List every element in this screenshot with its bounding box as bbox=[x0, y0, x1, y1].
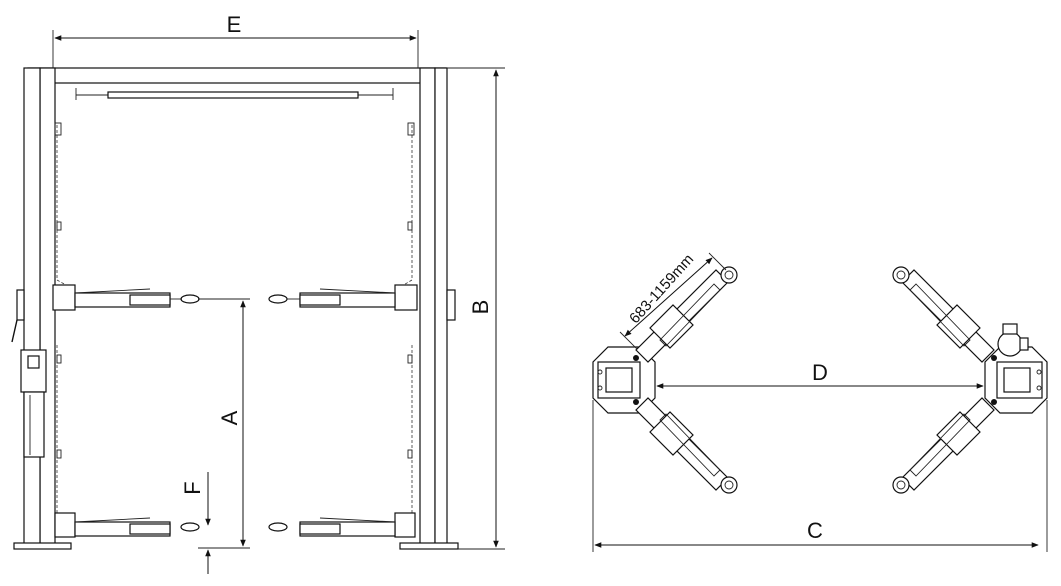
left-base-plate bbox=[592, 346, 656, 414]
power-unit bbox=[20, 349, 47, 458]
raised-arm-right bbox=[268, 284, 418, 311]
right-base-plate bbox=[984, 323, 1048, 414]
label-c: C bbox=[807, 518, 823, 543]
dimension-e: E bbox=[52, 12, 419, 68]
right-upper-arm bbox=[892, 266, 995, 363]
dimension-b: B bbox=[447, 67, 505, 550]
label-f: F bbox=[180, 481, 205, 494]
label-b: B bbox=[468, 300, 493, 315]
raised-arm-left bbox=[52, 284, 200, 311]
dimension-f: F bbox=[180, 472, 211, 574]
front-view: E B A F bbox=[11, 12, 505, 574]
label-d: D bbox=[812, 360, 828, 385]
label-e: E bbox=[227, 12, 242, 37]
dimension-d: D bbox=[656, 360, 984, 389]
label-a: A bbox=[217, 410, 242, 425]
right-lower-arm bbox=[892, 397, 995, 494]
lowered-arm-left bbox=[54, 512, 200, 538]
top-view: D C 683-1159mm bbox=[592, 251, 1048, 552]
dimension-c: C bbox=[592, 400, 1048, 552]
dimension-a: A bbox=[198, 298, 250, 549]
lowered-arm-right bbox=[268, 512, 416, 538]
left-lower-arm bbox=[635, 397, 738, 494]
right-column bbox=[399, 67, 459, 550]
